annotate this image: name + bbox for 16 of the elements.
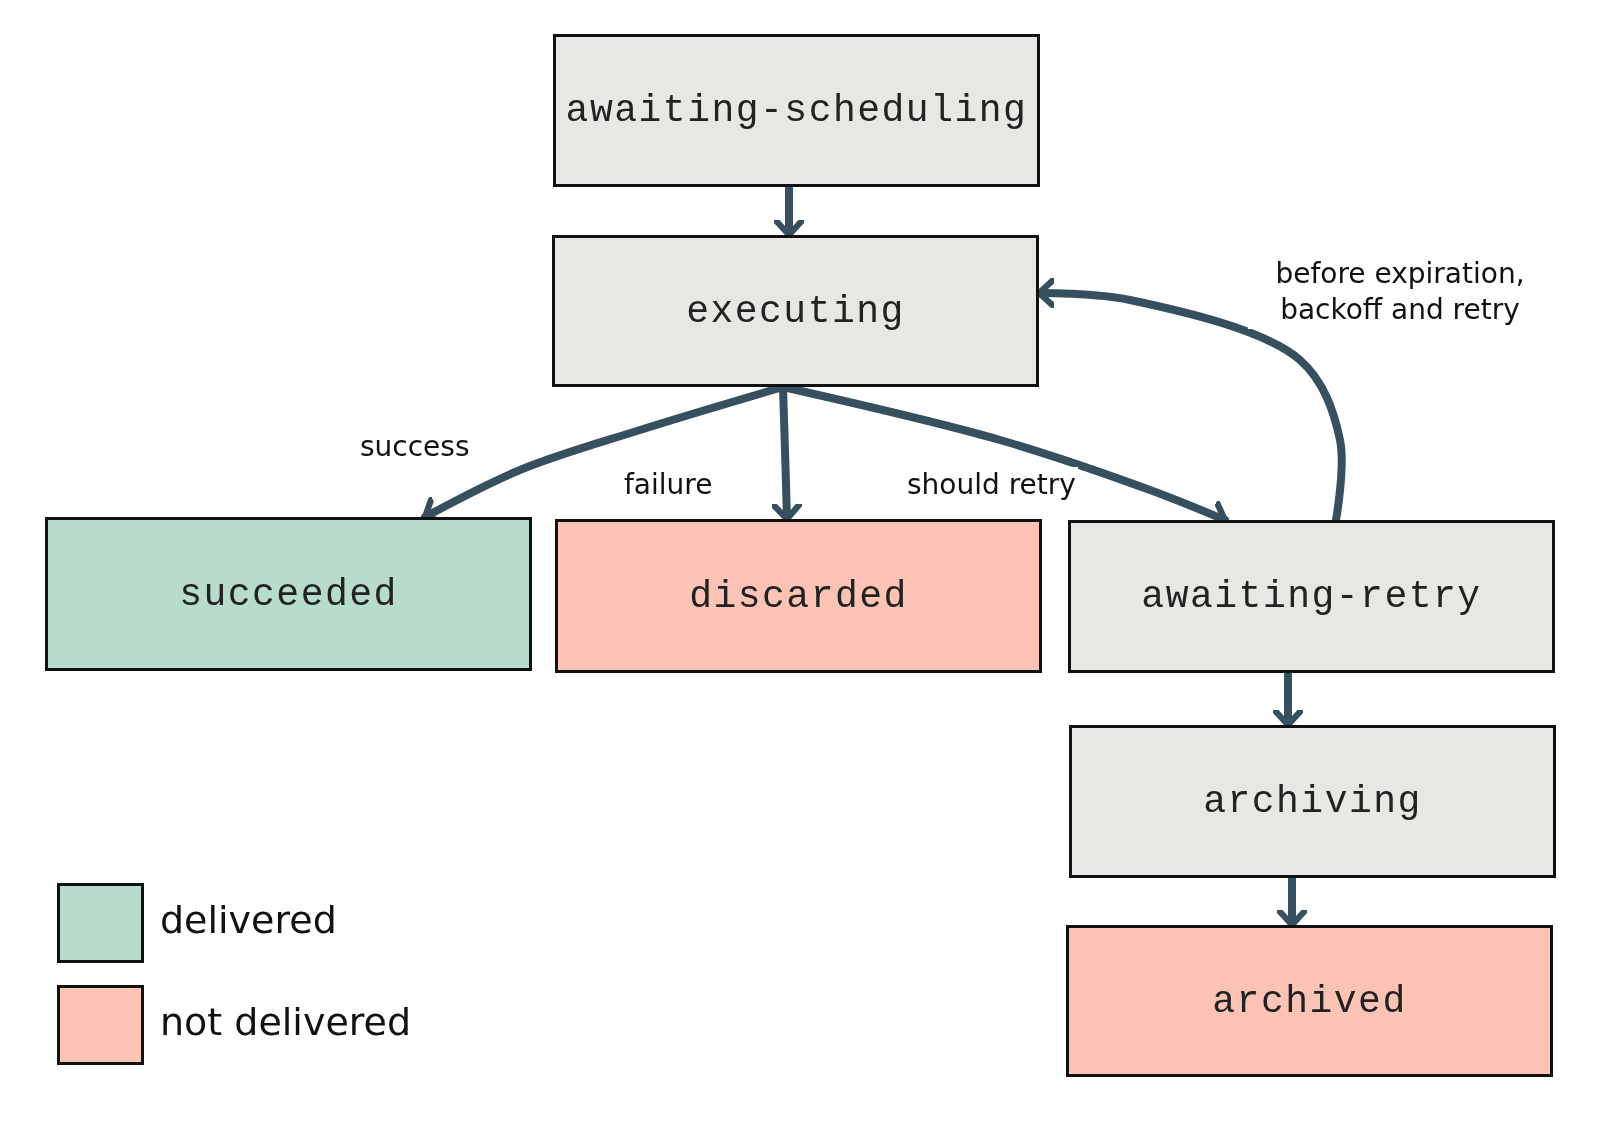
legend-label: delivered <box>160 898 337 942</box>
state-name: discarded <box>689 574 908 618</box>
state-box <box>45 517 532 671</box>
state-name: archived <box>1212 979 1407 1023</box>
state-box <box>1069 725 1556 878</box>
state-box <box>552 235 1039 387</box>
legend-label: not delivered <box>160 1000 412 1044</box>
state-name: awaiting-scheduling <box>565 89 1028 132</box>
state-name: archiving <box>1203 780 1422 823</box>
state-name: awaiting-retry <box>1141 575 1482 618</box>
state-box <box>1066 925 1553 1077</box>
state-box <box>553 34 1040 187</box>
state-name: succeeded <box>179 572 398 616</box>
state-box <box>555 519 1042 673</box>
state-box <box>1068 520 1555 673</box>
state-name: executing <box>686 289 905 333</box>
